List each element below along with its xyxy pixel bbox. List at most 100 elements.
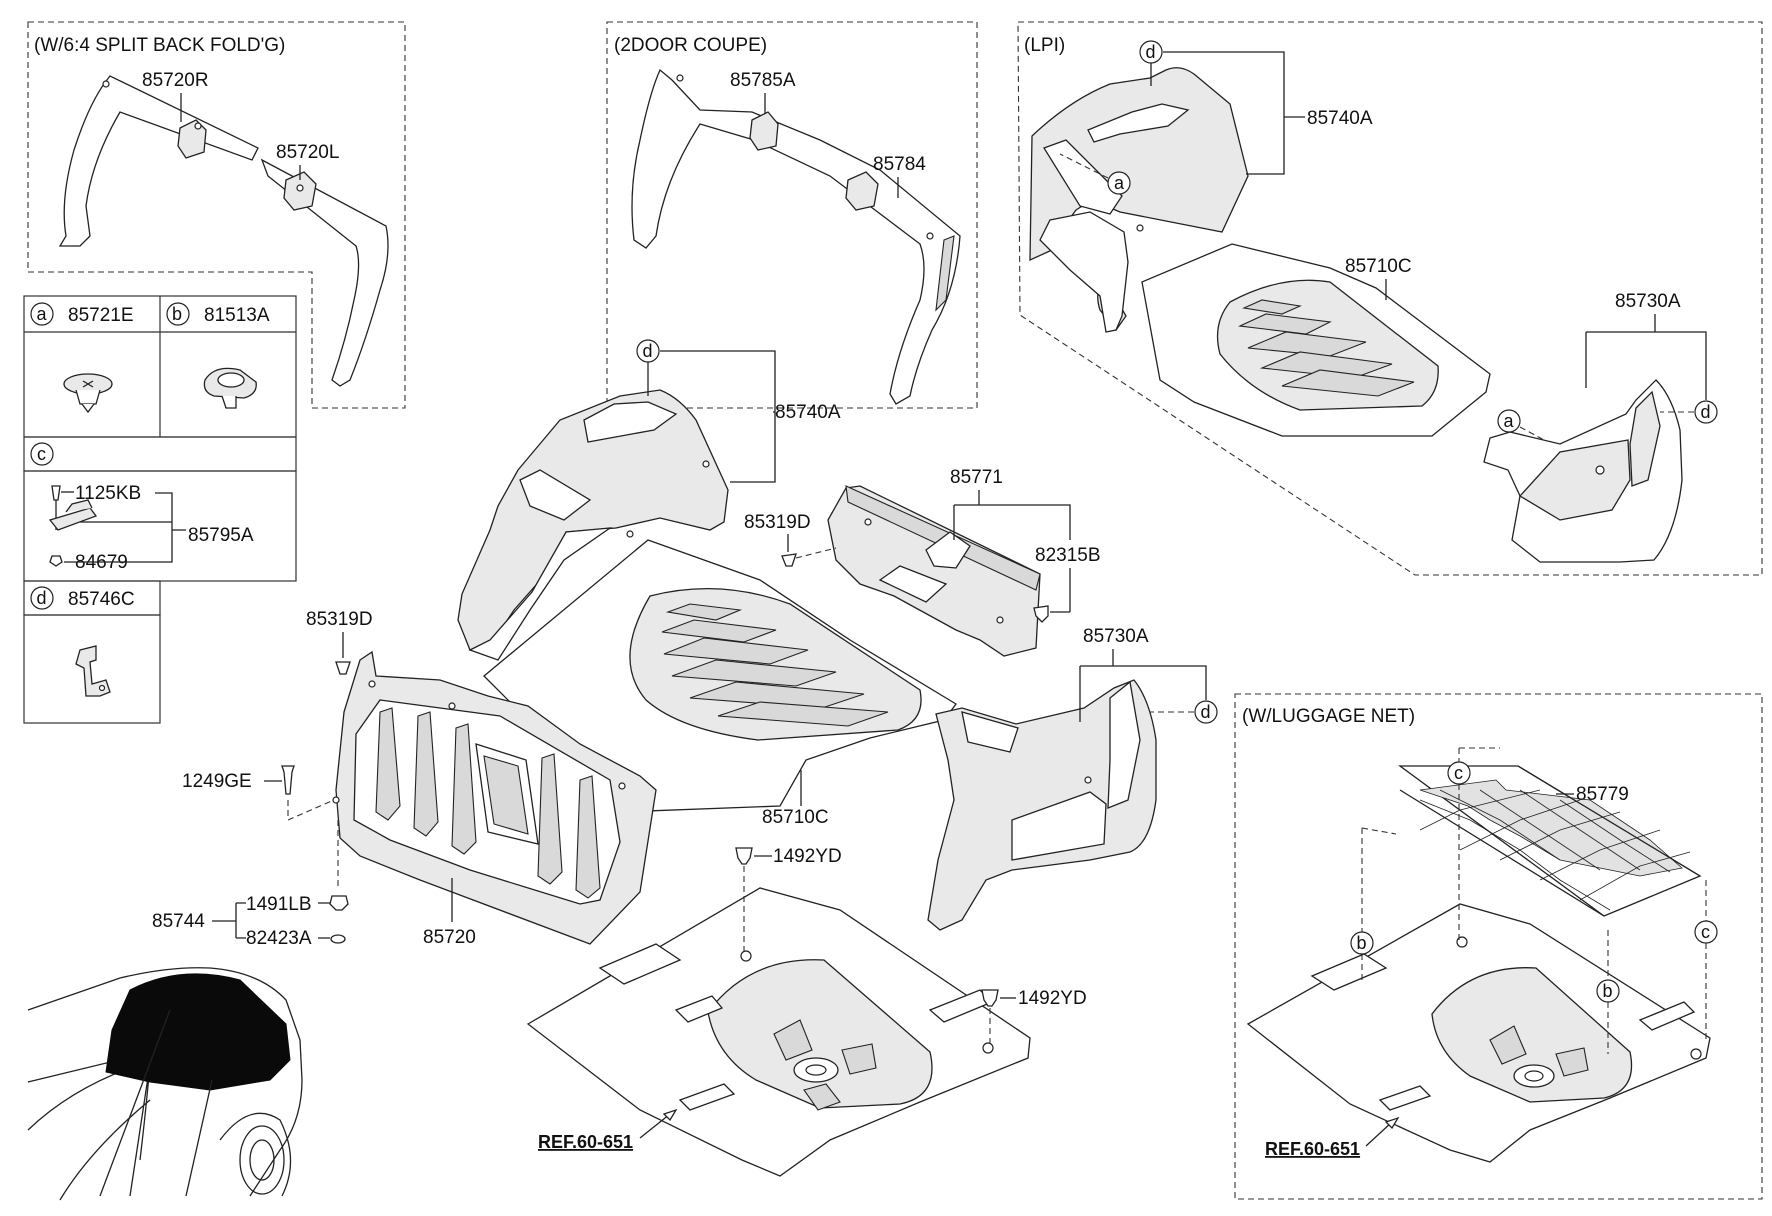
marker-d-right [1194, 700, 1218, 724]
label-85740a: 85740A [775, 402, 841, 423]
clip-1492yd-bottom [981, 989, 999, 1007]
marker-a-lpi-bottom [1497, 409, 1521, 433]
ref-label-net[interactable]: REF.60-651 [1265, 1139, 1360, 1159]
clip-85721e-drawing [63, 373, 113, 414]
screw-85319d-left [335, 661, 351, 675]
legend-part-d: 85746C [68, 589, 135, 610]
leader-85740a [660, 350, 776, 483]
marker-d-lpi-top-letter: d [1146, 42, 1156, 62]
legend-letter-d: d [37, 588, 47, 608]
luggage-net-85779 [1398, 765, 1702, 917]
leader-a-lpi-bottom [1519, 426, 1545, 441]
bolt-1249ge [281, 765, 295, 795]
leader-85744 [212, 902, 330, 939]
ref-arrow-net [1365, 1121, 1393, 1147]
leader-85740a-lpi [1163, 51, 1305, 175]
label-85785a: 85785A [730, 70, 796, 91]
marker-a-lpi-top-letter: a [1114, 173, 1125, 193]
screw-85319d-top [781, 553, 797, 567]
label-82423a: 82423A [246, 928, 312, 949]
frame-luggage-net [1234, 693, 1763, 1200]
marker-c-net-top-letter: c [1454, 763, 1463, 783]
marker-a-lpi-top [1107, 171, 1131, 195]
side-trim-85740a [457, 389, 729, 661]
legend-part-1125kb: 1125KB [75, 483, 141, 504]
legend-marker-a [30, 302, 54, 326]
label-85710c-lpi: 85710C [1345, 256, 1412, 277]
label-85319d-top: 85319D [744, 512, 811, 533]
legend-marker-c [30, 442, 54, 466]
section-label-split-back: (W/6:4 SPLIT BACK FOLD'G) [34, 35, 285, 56]
section-label-lpi: (LPI) [1024, 35, 1065, 56]
ref-label-main[interactable]: REF.60-651 [538, 1132, 633, 1152]
trunk-trim-85720 [332, 650, 657, 945]
clip-82315b [1033, 605, 1049, 623]
nut-82423a [330, 934, 346, 944]
frame-lpi [1017, 21, 1763, 576]
legend-letter-b: b [172, 304, 182, 324]
marker-d-main-letter: d [643, 341, 653, 361]
label-85720r: 85720R [142, 70, 209, 91]
leader-a-lpi-top [1059, 153, 1109, 179]
split-back-trim-l [260, 158, 389, 387]
car-location-silhouette [27, 967, 303, 1201]
label-1492yd-bottom: 1492YD [1018, 988, 1087, 1009]
marker-a-lpi-bottom-letter: a [1504, 411, 1515, 431]
leader-85730a [1079, 649, 1207, 722]
grommet-1491lb [329, 895, 349, 911]
legend-part-85795a: 85795A [188, 525, 254, 546]
floor-mat-85710c [483, 539, 957, 813]
marker-d-lpi-bottom [1694, 400, 1718, 424]
trunk-trim-85771 [827, 485, 1041, 657]
label-85771: 85771 [950, 467, 1003, 488]
floor-panel-main [526, 887, 1031, 1177]
legend-table: a 85721E b 81513A c d 85746C [23, 295, 297, 724]
clip-1492yd-top [735, 847, 753, 865]
section-label-coupe: (2DOOR COUPE) [614, 35, 767, 56]
label-85730a-lpi: 85730A [1615, 291, 1681, 312]
label-85720l: 85720L [276, 142, 339, 163]
marker-d-right-letter: d [1201, 702, 1211, 722]
split-back-trim-r [58, 75, 259, 247]
label-85784: 85784 [873, 154, 926, 175]
legend-part-a: 85721E [68, 305, 134, 326]
marker-c-net-right-letter: c [1701, 922, 1710, 942]
legend-c-leader [64, 492, 186, 563]
frame-split-back [27, 21, 406, 409]
side-trim-85730a [927, 679, 1157, 931]
marker-b-net-right-letter: b [1603, 981, 1613, 1001]
legend-marker-d [30, 586, 54, 610]
legend-part-b: 81513A [204, 305, 270, 326]
label-85740a-lpi: 85740A [1307, 108, 1373, 129]
floor-panel-net [1246, 903, 1711, 1163]
leader-85730a-lpi [1585, 314, 1707, 400]
label-85319d-left: 85319D [306, 609, 373, 630]
lpi-floor-mat-85710c [1141, 243, 1491, 437]
label-1249ge: 1249GE [182, 771, 252, 792]
bracket-85795a-drawing [48, 485, 98, 567]
coupe-trim [631, 68, 961, 405]
legend-marker-b [166, 302, 190, 326]
lpi-side-trim-85730a [1483, 379, 1683, 563]
label-85730a: 85730A [1083, 626, 1149, 647]
label-85744: 85744 [152, 911, 205, 932]
bracket-85746c-drawing [75, 645, 111, 697]
label-85710c: 85710C [762, 807, 829, 828]
label-82315b: 82315B [1035, 545, 1101, 566]
legend-letter-a: a [37, 304, 48, 324]
frame-2door-coupe [606, 21, 978, 409]
label-1491lb: 1491LB [246, 894, 312, 915]
ref-arrow-main [639, 1113, 671, 1139]
label-85720: 85720 [423, 927, 476, 948]
marker-d-lpi-bottom-letter: d [1701, 402, 1711, 422]
label-85779: 85779 [1576, 784, 1629, 805]
legend-letter-c: c [37, 444, 46, 464]
lpi-side-trim-85740a [1029, 67, 1249, 333]
section-label-luggage-net: (W/LUGGAGE NET) [1242, 706, 1415, 727]
hook-81513a-drawing [203, 367, 257, 409]
marker-b-net-left-letter: b [1357, 933, 1367, 953]
label-1492yd-top: 1492YD [773, 846, 842, 867]
leader-85771 [953, 490, 1071, 540]
